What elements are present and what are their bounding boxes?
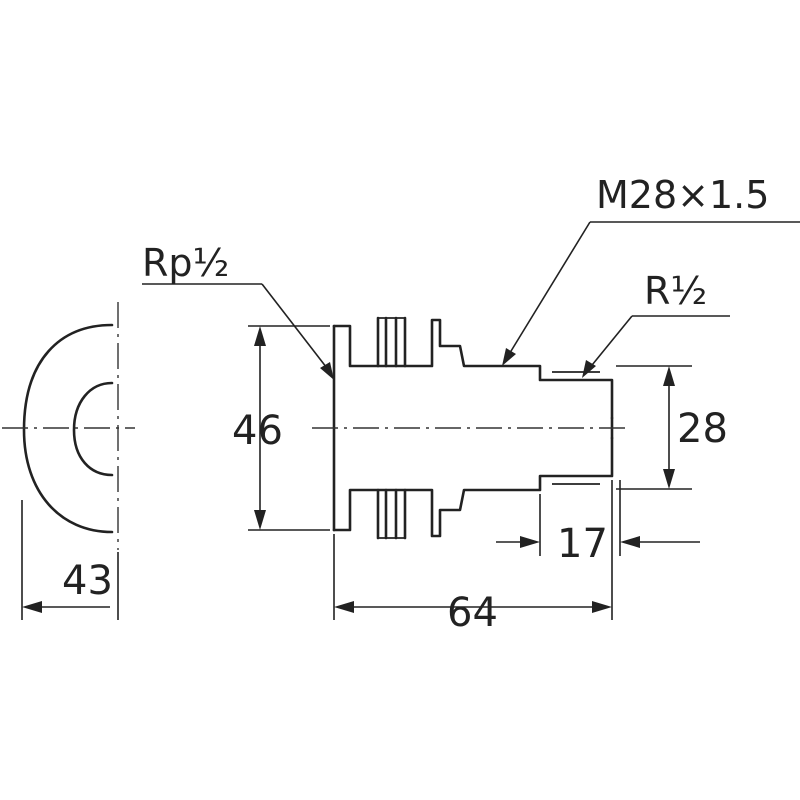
arrow-64-left [334, 601, 354, 613]
leader-r-arrow [582, 360, 596, 378]
dimension-28: 28 [616, 365, 728, 490]
arrow-46-top [254, 326, 266, 346]
label-28: 28 [677, 406, 728, 452]
end-view-cap [2, 302, 135, 550]
leader-r-half: R½ [582, 269, 730, 378]
label-43: 43 [62, 558, 113, 604]
leader-m28-line [507, 221, 591, 357]
arrow-28-top [663, 366, 675, 386]
arrow-28-bottom [663, 469, 675, 489]
label-64: 64 [447, 590, 498, 636]
dimension-46: 46 [232, 325, 330, 531]
leader-rp-line [261, 283, 331, 373]
cap-inner-arc [72, 381, 114, 477]
leader-rp-half: Rp½ [142, 241, 334, 380]
dimension-43: 43 [21, 500, 119, 620]
dimension-64: 64 [333, 480, 613, 636]
label-rp-half: Rp½ [142, 241, 229, 285]
arrow-43-left [22, 601, 42, 613]
side-view-fitting [312, 316, 630, 540]
arrow-17-left [520, 536, 540, 548]
arrow-64-right [592, 601, 612, 613]
fitting-outline-bottom [332, 436, 614, 538]
leader-r-line [587, 315, 633, 371]
leader-m28-arrow [502, 348, 516, 366]
label-m28: M28×1.5 [596, 173, 769, 217]
arrow-17-right [620, 536, 640, 548]
leader-m28: M28×1.5 [502, 173, 800, 366]
cap-outer-arc [22, 323, 114, 534]
leader-rp-arrow [320, 362, 334, 380]
label-r-half: R½ [644, 269, 707, 313]
label-46: 46 [232, 408, 283, 454]
label-17: 17 [557, 521, 608, 567]
dimension-17: 17 [496, 480, 700, 567]
arrow-46-bottom [254, 510, 266, 530]
fitting-outline-top [332, 318, 614, 420]
